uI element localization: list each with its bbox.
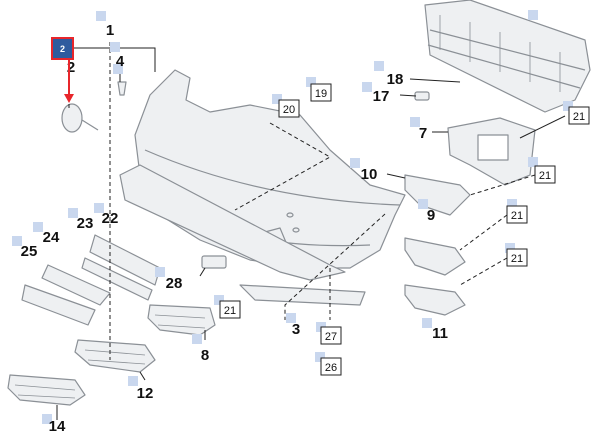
callout-18[interactable]: 18: [387, 71, 404, 88]
ref-box-20[interactable]: 20: [278, 99, 300, 118]
part-spoiler-lip: [239, 284, 366, 306]
callout-3[interactable]: 3: [292, 321, 300, 338]
callout-9-label: 9: [427, 207, 435, 224]
part-side-trim-10: [404, 174, 471, 216]
callout-11-label: 11: [432, 325, 448, 342]
callout-28-label: 28: [166, 275, 183, 292]
callout-25[interactable]: 25: [21, 243, 38, 260]
callout-7[interactable]: 7: [419, 125, 427, 142]
callout-2-number: 2: [67, 59, 75, 76]
callout-12[interactable]: 12: [137, 385, 154, 402]
callout-18-label: 18: [387, 71, 404, 88]
callout-11[interactable]: 11: [432, 325, 448, 342]
ref-box-21-left-label: 21: [224, 305, 236, 317]
callout-7-label: 7: [419, 125, 427, 142]
part-clip-28: [201, 255, 227, 269]
part-clip-4: [117, 81, 127, 96]
ref-box-21-left[interactable]: 21: [219, 300, 241, 319]
part-bumper-reinforcement: [424, 0, 591, 113]
selected-arrow-head-icon: [64, 94, 74, 103]
part-plate-23: [81, 257, 153, 301]
ref-box-21-lower[interactable]: 21: [506, 248, 528, 267]
callout-23[interactable]: 23: [77, 215, 94, 232]
callout-22[interactable]: 22: [102, 210, 119, 227]
callout-14-label: 14: [49, 418, 66, 431]
part-side-trim-9: [404, 237, 466, 276]
ref-box-19[interactable]: 19: [310, 83, 332, 102]
callout-1-label: 1: [106, 22, 114, 39]
ref-box-26-label: 26: [325, 362, 337, 374]
part-plate-24: [41, 264, 111, 306]
callout-22-label: 22: [102, 210, 119, 227]
callout-24-label: 24: [43, 229, 60, 246]
callout-4-label: 4: [116, 53, 125, 70]
callout-4[interactable]: 4: [116, 53, 125, 70]
part-side-trim-11: [404, 284, 466, 316]
part-grille-14: [7, 374, 86, 406]
selected-callout-2-label: 2: [60, 44, 65, 54]
ref-box-27-label: 27: [325, 331, 337, 343]
ref-box-27[interactable]: 27: [320, 326, 342, 345]
part-clip-17: [414, 91, 430, 101]
ref-box-20-label: 20: [283, 104, 295, 116]
callout-14[interactable]: 14: [49, 418, 66, 431]
ref-box-19-label: 19: [315, 88, 327, 100]
ref-box-21-mid[interactable]: 21: [506, 205, 528, 224]
callout-17-label: 17: [373, 88, 390, 105]
callout-23-label: 23: [77, 215, 94, 232]
callout-12-label: 12: [137, 385, 154, 402]
ref-box-21-lower-label: 21: [511, 253, 523, 265]
ref-box-21-mid-label: 21: [511, 210, 523, 222]
ref-box-21-upper-mid[interactable]: 21: [534, 165, 556, 184]
callout-8-label: 8: [201, 347, 209, 364]
callout-1[interactable]: 1: [106, 22, 114, 39]
selected-callout-2[interactable]: 2 2: [51, 37, 75, 103]
part-plate-25: [21, 284, 96, 326]
part-bracket-carrier: [447, 117, 536, 186]
callout-8[interactable]: 8: [201, 347, 209, 364]
ref-box-26[interactable]: 26: [320, 357, 342, 376]
callout-28[interactable]: 28: [166, 275, 183, 292]
callout-10[interactable]: 10: [361, 166, 378, 183]
callout-3-label: 3: [292, 321, 300, 338]
callout-25-label: 25: [21, 243, 38, 260]
part-lower-grille: [119, 164, 346, 281]
ref-box-21-top[interactable]: 21: [568, 106, 590, 125]
callout-17[interactable]: 17: [373, 88, 390, 105]
ref-box-21-upper-mid-label: 21: [539, 170, 551, 182]
ref-box-21-top-label: 21: [573, 111, 585, 123]
part-illustrations: [7, 0, 591, 406]
part-plate-22: [89, 234, 161, 286]
callout-10-label: 10: [361, 166, 378, 183]
part-tow-eye-cap: [61, 103, 99, 133]
callout-24[interactable]: 24: [43, 229, 60, 246]
part-grille-12: [74, 339, 156, 373]
callout-9[interactable]: 9: [427, 207, 435, 224]
